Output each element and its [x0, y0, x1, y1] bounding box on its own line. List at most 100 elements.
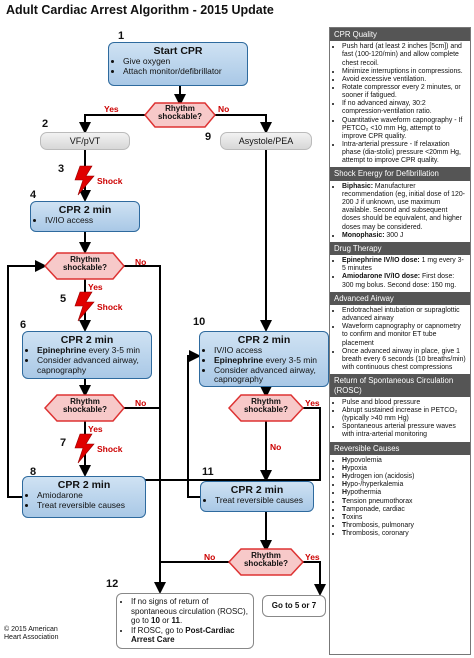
asystole-pea-box: Asystole/PEA	[220, 132, 312, 150]
list-item: Waveform capnography or capnometry to co…	[342, 323, 467, 347]
list-item: Tension pneumothorax	[342, 498, 467, 506]
list-item: Hydrogen ion (acidosis)	[342, 473, 467, 481]
start-item: Give oxygen	[123, 56, 242, 67]
cpr-quality-section: Push hard (at least 2 inches [5cm]) and …	[330, 41, 470, 167]
list-item: Tamponade, cardiac	[342, 506, 467, 514]
list-item: Thrombosis, pulmonary	[342, 522, 467, 530]
yes-label: Yes	[88, 424, 103, 434]
list-item: Hypoxia	[342, 465, 467, 473]
step-number: 1	[118, 30, 125, 42]
start-item: Attach monitor/defibrillator	[123, 66, 242, 77]
section-header: CPR Quality	[330, 28, 470, 42]
yes-label: Yes	[305, 398, 320, 408]
list-item: Spontaneous arterial pressure waves with…	[342, 423, 467, 439]
no-label: No	[135, 257, 147, 267]
list-item: Endotrachael intubation or supraglottic …	[342, 307, 467, 323]
list-item: Pulse and blood pressure	[342, 399, 467, 407]
section-header: Return of Spontaneous Circulation (ROSC)	[330, 374, 470, 397]
cpr-title: CPR 2 min	[237, 334, 291, 346]
list-item: Hypovolemia	[342, 457, 467, 465]
list-item: Intra-arterial pressure - If relaxation …	[342, 141, 467, 165]
goto-box: Go to 5 or 7	[262, 595, 326, 617]
cpr-box-4: CPR 2 min IV/IO access	[30, 201, 140, 232]
cpr-box-6: CPR 2 min Epinephrine every 3-5 min Cons…	[22, 331, 152, 379]
cpr-box-10: CPR 2 min IV/IO access Epinephrine every…	[199, 331, 329, 387]
list-item: Amiodarone IV/IO dose: First dose: 300 m…	[342, 273, 467, 289]
decision-shape	[43, 394, 125, 422]
list-item: Hypothermia	[342, 489, 467, 497]
list-item: Once advanced airway in place, give 1 br…	[342, 348, 467, 372]
shock-label: Shock	[97, 444, 123, 454]
decision-shape	[144, 102, 216, 128]
cpr-title: CPR 2 min	[57, 479, 111, 491]
decision-shape	[43, 252, 125, 280]
list-item: Minimize interruptions in compressions.	[342, 68, 467, 76]
step-number: 11	[202, 466, 214, 478]
list-item: Avoid excessive ventilation.	[342, 76, 467, 84]
list-item: Push hard (at least 2 inches [5cm]) and …	[342, 43, 467, 67]
list-item: Rotate compressor every 2 minutes, or so…	[342, 84, 467, 100]
cpr-title: CPR 2 min	[230, 484, 284, 496]
no-label: No	[218, 104, 230, 114]
shock-label: Shock	[97, 176, 123, 186]
yes-label: Yes	[104, 104, 119, 114]
no-label: No	[270, 442, 282, 452]
shock-label: Shock	[97, 302, 123, 312]
step-number: 9	[205, 131, 212, 143]
advanced-airway-section: Endotrachael intubation or supraglottic …	[330, 305, 470, 374]
box-item: Epinephrine every 3-5 min	[37, 345, 146, 356]
cpr-title: CPR 2 min	[60, 334, 114, 346]
start-cpr-title: Start CPR	[153, 45, 203, 57]
list-item: Toxins	[342, 514, 467, 522]
step-number: 7	[60, 437, 67, 449]
no-label: No	[135, 398, 147, 408]
cpr-box-11: CPR 2 min Treat reversible causes	[200, 481, 314, 512]
box-item: Consider advanced airway, capnography	[214, 365, 323, 386]
list-item: Hypo-/hyperkalemia	[342, 481, 467, 489]
cpr-title: CPR 2 min	[58, 204, 112, 216]
box-item: If no signs of return of spontaneous cir…	[131, 597, 248, 626]
list-item: Epinephrine IV/IO dose: 1 mg every 3-5 m…	[342, 257, 467, 273]
list-item: Quantitative waveform capnography - If P…	[342, 117, 467, 141]
rosc-outcome-box: If no signs of return of spontaneous cir…	[116, 593, 254, 649]
step-number: 2	[42, 118, 49, 130]
page-title: Adult Cardiac Arrest Algorithm - 2015 Up…	[6, 3, 274, 17]
list-item: If no advanced airway, 30:2 compression-…	[342, 100, 467, 116]
section-header: Advanced Airway	[330, 291, 470, 306]
step-number: 10	[193, 316, 206, 328]
box-item: Consider advanced airway, capnography	[37, 355, 146, 376]
yes-label: Yes	[305, 552, 320, 562]
box-item: Epinephrine every 3-5 min	[214, 355, 323, 366]
cpr-box-8: CPR 2 min Amiodarone Treat reversible ca…	[22, 476, 146, 518]
rosc-section: Pulse and blood pressure Abrupt sustaine…	[330, 397, 470, 442]
list-item: Monophasic: 300 J	[342, 232, 467, 240]
drug-therapy-section: Epinephrine IV/IO dose: 1 mg every 3-5 m…	[330, 255, 470, 292]
step-number: 8	[30, 466, 37, 478]
yes-label: Yes	[88, 282, 103, 292]
shock-bolt-icon	[74, 291, 95, 322]
reference-panel: CPR Quality Push hard (at least 2 inches…	[329, 27, 471, 655]
box-item: IV/IO access	[45, 215, 134, 226]
shock-bolt-icon	[74, 433, 95, 464]
shock-energy-section: Biphasic: Manufacturer recommendation (e…	[330, 181, 470, 242]
decision-shape	[227, 394, 305, 422]
section-header: Drug Therapy	[330, 241, 470, 256]
step-number: 3	[58, 163, 65, 175]
section-header: Reversible Causes	[330, 441, 470, 455]
step-number: 5	[60, 293, 67, 305]
decision-shape	[227, 548, 305, 576]
step-number: 12	[106, 578, 119, 590]
step-number: 6	[20, 319, 27, 331]
section-header: Shock Energy for Defibrillation	[330, 167, 470, 181]
box-item: Treat reversible causes	[37, 500, 140, 511]
box-item: IV/IO access	[214, 345, 323, 356]
start-cpr-box: Start CPR Give oxygen Attach monitor/def…	[108, 42, 248, 86]
box-item: Treat reversible causes	[215, 495, 308, 506]
vf-pvt-box: VF/pVT	[40, 132, 130, 150]
